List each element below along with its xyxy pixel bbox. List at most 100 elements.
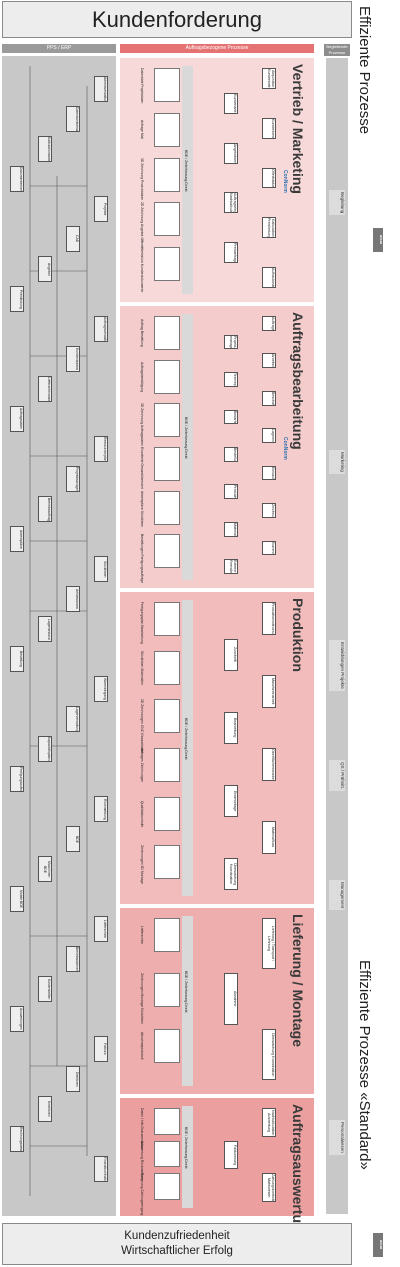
- phase-title: Lieferung / Montage: [290, 914, 306, 1047]
- bde-label: BDE / Zeiterfassung Direkt: [184, 417, 188, 459]
- process-column-header: Auftragsbezogene Prozesse: [120, 44, 314, 53]
- phase-title: Auftragsauswertung: [290, 1104, 306, 1241]
- erp-box: BDE: [66, 826, 80, 852]
- erp-box: Fertigungsauftrag: [10, 766, 24, 792]
- process-box: Aufbaukosten: [262, 267, 276, 288]
- phase-lieferung: Lieferung / Montage BDE / Zeiterfassung D…: [120, 908, 314, 1094]
- erp-box: Artikelstamm: [66, 586, 80, 612]
- document-label: Fertigungsplan Bearbeitung: [140, 602, 144, 644]
- process-box: Abnahme: [224, 973, 238, 1025]
- document-icon: [152, 112, 180, 153]
- footer-line-2: Wirtschaftlicher Erfolg: [121, 1245, 233, 1257]
- process-box: Lagermanagement: [262, 428, 276, 443]
- document-icon: [152, 1140, 180, 1181]
- process-box: Überwachung Koordination: [262, 1028, 276, 1080]
- process-box: Oberflächenbearbeitung: [262, 748, 276, 781]
- document-label: Zeichnungen Montage Stücklisten: [140, 973, 144, 1025]
- phase-auswertung: Auftragsauswertung BDE / Zeiterfassung Di…: [120, 1098, 314, 1240]
- erp-box: Wareneingang: [94, 676, 108, 702]
- document-icon: [152, 796, 180, 837]
- process-box: Maschinenarbeit: [262, 675, 276, 708]
- erp-box: Angebot: [38, 256, 52, 282]
- document-icon: [152, 748, 180, 788]
- document-icon: [152, 157, 180, 198]
- process-box: Fakturierung: [224, 1140, 238, 1170]
- document-label: Bestellungen Fertigungsaufträge: [140, 534, 144, 584]
- erp-box: Auftragsverwaltung: [94, 316, 108, 342]
- process-box: Bedarfsermittlung: [224, 409, 238, 425]
- process-box: Externe Fremdleistungen: [224, 559, 238, 574]
- erp-box: Arbeitspläne: [10, 526, 24, 552]
- bde-label: BDE / Zeiterfassung Direkt: [184, 971, 188, 1013]
- erp-box: Debitoren: [66, 1066, 80, 1092]
- bottom-banner: Kundenzufriedenheit Wirtschaftlicher Erf…: [2, 1223, 352, 1265]
- document-icon: [152, 918, 180, 958]
- document-label: Einzelteile Gesamtübersicht: [140, 447, 144, 490]
- document-icon: [152, 1108, 180, 1148]
- process-box: Arbeitsvorbereitung: [262, 353, 276, 369]
- erp-box: Finanzbuchhaltung: [94, 1156, 108, 1182]
- process-box: Auftragsannahme: [262, 316, 276, 331]
- erp-box: Kostenstellen: [38, 976, 52, 1002]
- erp-box: Lieferschein: [94, 916, 108, 942]
- process-box: Produktionssteuerung: [262, 602, 276, 635]
- document-icon: [152, 1028, 180, 1069]
- logo-bottom: BÖHM: [373, 1233, 383, 1257]
- document-band: [182, 916, 193, 1086]
- document-icon: [152, 602, 180, 642]
- document-label: 3D Zeichnung Produktdaten: [140, 157, 144, 200]
- process-box: Zeichnungsfreigabe: [262, 503, 276, 518]
- erp-box: Datenbankverwaltung: [66, 106, 80, 132]
- document-icon: [152, 490, 180, 531]
- document-label: Daten / Info Dokumentation: [140, 1108, 144, 1150]
- erp-box: CAD: [66, 226, 80, 252]
- document-label: 2D Zeichnungen CNC Gesamtdaten: [140, 699, 144, 754]
- process-box: Beschaffung: [262, 390, 276, 406]
- document-label: Auftragsbestätigung: [140, 361, 144, 392]
- erp-box: Projekte: [94, 196, 108, 222]
- erp-box: Dokumentenverwaltung: [10, 166, 24, 192]
- document-label: 2D Zeichnung Angebot Offerte: [140, 202, 144, 249]
- erp-box: Auftragsdaten: [10, 406, 24, 432]
- process-box: Akquisition Kundenbetreuung: [262, 68, 276, 89]
- document-icon: [152, 359, 180, 400]
- erp-box: Mobile BDE: [10, 886, 24, 912]
- process-box: Einkaufsabwicklung: [262, 465, 276, 481]
- erp-box: Lagerverwaltung: [66, 706, 80, 732]
- process-box: Kundenbewertung: [262, 117, 276, 139]
- bde-label: BDE / Zeiterfassung Direkt: [184, 150, 188, 192]
- erp-box: Stücklisten: [94, 556, 108, 582]
- phase-title: Auftragsbearbeitung: [290, 312, 306, 450]
- erp-box: Bestellung: [10, 646, 24, 672]
- side-process-label: QS / Prüfmitt.: [329, 760, 345, 792]
- page-title: Kundenforderung: [91, 7, 263, 32]
- connorm-logo: ConNorm: [282, 170, 288, 193]
- document-band: [182, 600, 193, 896]
- phase-title: Produktion: [290, 598, 306, 672]
- erp-box: Faktura: [94, 1036, 108, 1062]
- document-icon: [152, 447, 180, 487]
- document-label: Rechnung Zahlungseingang: [140, 1173, 144, 1216]
- erp-box: Projektmanagement: [66, 466, 80, 492]
- top-banner: Kundenforderung: [2, 1, 352, 38]
- process-box: Produktverfolgung: [224, 484, 238, 500]
- process-box: Kundenanfrage: [224, 92, 238, 114]
- process-box: Materialfluss: [262, 821, 276, 854]
- document-label: Datenblatt Projektdaten: [140, 68, 144, 104]
- erp-column-header: PPS / ERP: [2, 44, 116, 53]
- side-title-top: Effiziente Prozesse: [356, 6, 373, 135]
- bde-label: BDE / Zeiterfassung Direkt: [184, 1127, 188, 1169]
- process-box: Zahlungskontrolle Mahnwesen: [262, 1173, 276, 1202]
- side-process-label: Marketing: [329, 450, 345, 474]
- side-title-bottom: Effiziente Prozesse «Standard»: [356, 960, 373, 1170]
- document-label: Qualitätskontrolle: [140, 800, 144, 827]
- erp-box: Rechnungswesen: [10, 1126, 24, 1152]
- process-box: Kommissionierung: [262, 540, 276, 556]
- document-icon: [152, 316, 180, 356]
- connorm-logo: ConNorm: [282, 437, 288, 460]
- document-band: [182, 314, 193, 580]
- document-icon: [152, 1173, 180, 1213]
- process-box: Preisanfrage: [224, 242, 238, 264]
